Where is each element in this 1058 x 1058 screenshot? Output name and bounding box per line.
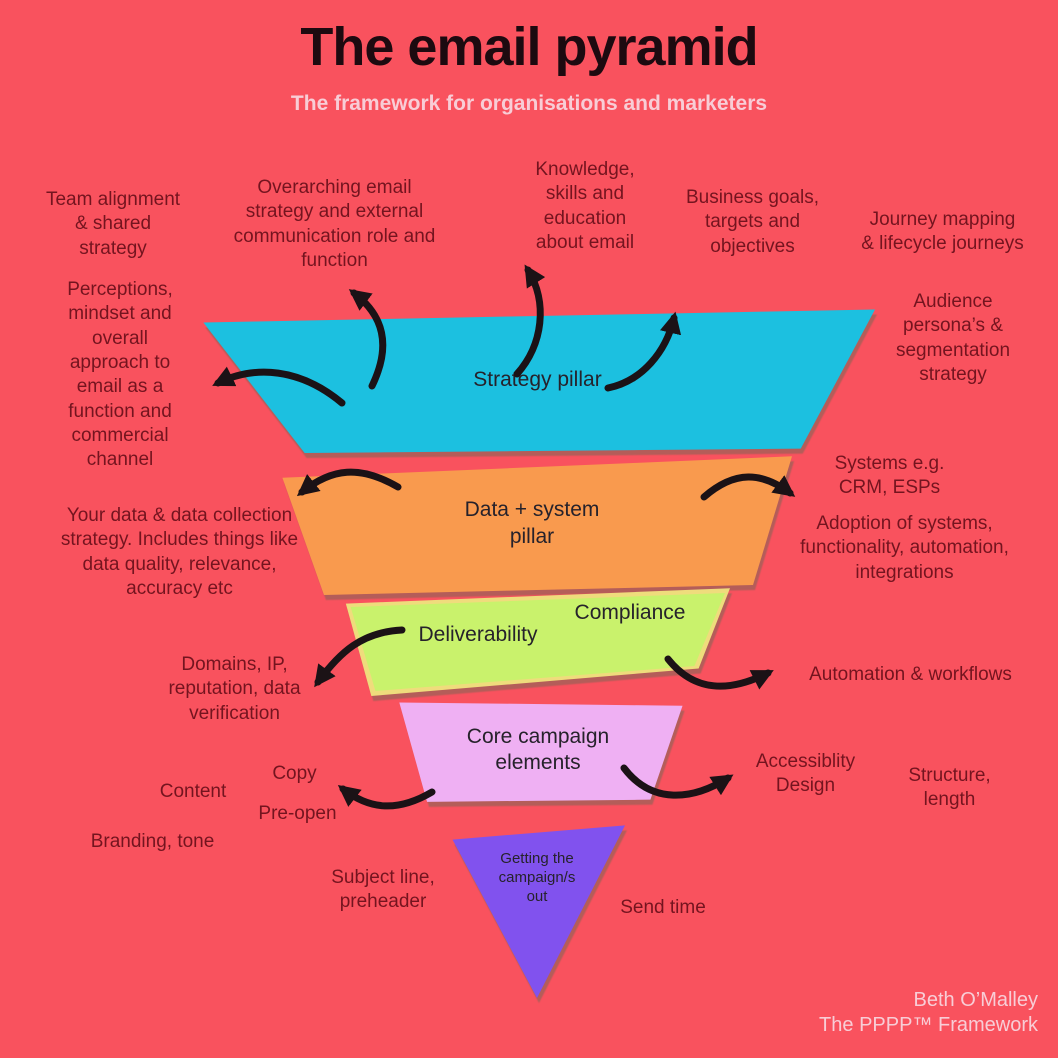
annotation-knowledge-skills: Knowledge, skills and education about em… [535,159,635,253]
page-title: The email pyramid [300,17,758,77]
pyramid-layer-strategy: Strategy pillar [200,308,875,453]
strategy-pillar-label: Strategy pillar [473,368,602,392]
annotation-team-alignment: Team alignment & shared strategy [45,189,181,259]
credits-framework: The PPPP™ Framework [819,1014,1038,1036]
annotation-perceptions-mindset: Perceptions, mindset and overall approac… [67,279,173,471]
annotation-send-time: Send time [620,897,706,918]
pyramid-layer-core-campaign: Core campaign elements [392,696,684,804]
compliance-label: Compliance [574,601,686,624]
deliverability-label: Deliverability [418,623,538,646]
annotation-accessibility-design: Accessiblity Design [755,751,856,797]
annotation-domains-ip-reputation: Domains, IP, reputation, data verificati… [168,654,301,724]
annotation-structure-length: Structure, length [908,765,991,811]
credits: Beth O’Malley The PPPP™ Framework [718,988,1038,1038]
annotation-audience-personas: Audience persona’s & segmentation strate… [895,291,1011,385]
annotation-business-goals: Business goals, targets and objectives [685,187,820,257]
annotation-content: Content [159,781,227,802]
core-campaign-label: Core campaign elements [466,724,610,774]
annotation-automation-workflows: Automation & workflows [809,664,1012,685]
send-campaign-label: Getting the campaign/s out [498,850,576,905]
pyramid-layer-send: Getting the campaign/s out [449,820,625,998]
annotation-your-data-strategy: Your data & data collection strategy. In… [60,505,299,599]
pyramid-layer-deliverability-compliance: Deliverability Compliance [338,586,730,696]
annotation-journey-mapping: Journey mapping & lifecycle journeys [861,209,1024,255]
annotation-branding-tone: Branding, tone [90,831,215,852]
annotation-systems-crm-esps: Systems e.g. CRM, ESPs [834,453,945,499]
annotation-adoption-of-systems: Adoption of systems, functionality, auto… [800,513,1009,583]
credits-author: Beth O’Malley [913,989,1039,1011]
annotation-copy: Copy [272,763,317,784]
data-system-pillar-label: Data + system pillar [464,498,600,548]
pyramid-layer-data-system: Data + system pillar [272,452,792,595]
page-subtitle: The framework for organisations and mark… [290,92,768,115]
annotation-pre-open: Pre-open [258,803,337,824]
annotation-subject-line-preheader: Subject line, preheader [331,867,435,913]
annotation-overarching-strategy: Overarching email strategy and external … [233,177,436,271]
